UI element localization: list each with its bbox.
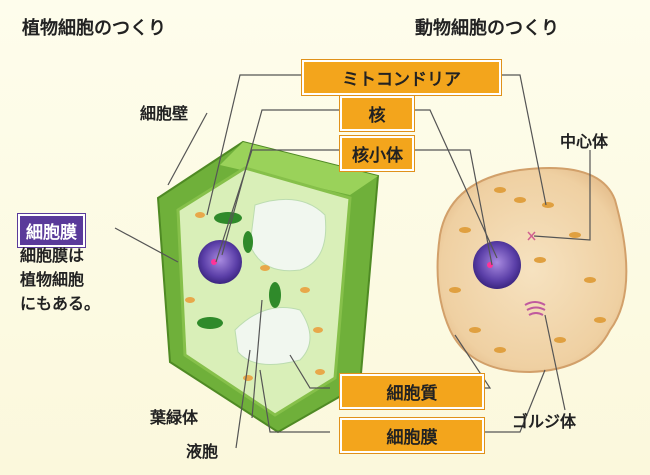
- membrane-note: 細胞膜は 植物細胞 にもある。: [20, 244, 100, 316]
- golgi-label: ゴルジ体: [512, 412, 577, 431]
- plant-cell: [156, 140, 380, 434]
- plant-cell-wall-top: [220, 142, 378, 195]
- centrosome-label: 中心体: [560, 132, 609, 151]
- chloroplast-label: 葉緑体: [150, 408, 199, 427]
- membrane-note-line-1: 細胞膜は: [20, 246, 85, 265]
- plant-vacuole-1: [249, 198, 327, 272]
- chloroplast-icon: [243, 231, 253, 253]
- membrane-tag: 細胞膜: [340, 418, 484, 453]
- centrosome-icon: [527, 231, 536, 241]
- vacuole-label: 液胞: [186, 442, 219, 461]
- animal-nucleus: [473, 241, 521, 289]
- membrane-note-line-3: にもある。: [20, 294, 101, 313]
- animal-cell-title: 動物細胞のつくり: [415, 18, 559, 39]
- plant-nucleolus: [211, 259, 217, 265]
- animal-cell-body: [436, 167, 628, 374]
- membrane-note-line-2: 植物細胞: [20, 270, 85, 289]
- membrane-note-tag: 細胞膜: [18, 214, 85, 247]
- plant-cell-title: 植物細胞のつくり: [22, 18, 166, 39]
- plant-nucleus: [198, 240, 242, 284]
- chloroplast-icon: [197, 317, 223, 329]
- cell-wall-label: 細胞壁: [140, 104, 189, 123]
- animal-cell: [436, 167, 628, 374]
- golgi-icon: [524, 301, 546, 316]
- chloroplast-icon: [214, 212, 242, 224]
- plant-vacuole-2: [234, 307, 311, 365]
- nucleus-tag: 核: [340, 96, 414, 131]
- chloroplast-icon: [269, 282, 281, 308]
- nucleolus-tag: 核小体: [340, 136, 414, 171]
- mitochondria-tag: ミトコンドリア: [302, 60, 501, 95]
- cytoplasm-tag: 細胞質: [340, 374, 484, 409]
